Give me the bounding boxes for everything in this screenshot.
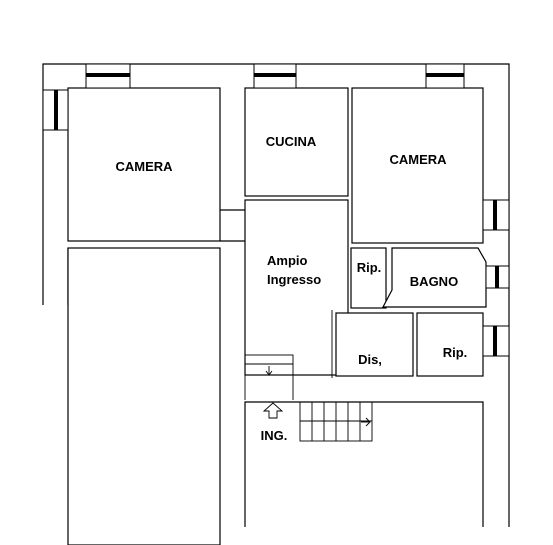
room-bagno [382, 247, 487, 308]
right-arrow-icon [361, 417, 371, 427]
room-lower-left [67, 247, 221, 545]
label-rip-small: Rip. [357, 260, 382, 275]
up-arrow-icon [262, 402, 284, 419]
window-right-low [482, 325, 510, 357]
label-camera-right: CAMERA [389, 152, 447, 167]
room-camera-right [351, 87, 484, 244]
label-ingresso-2: Ingresso [267, 272, 321, 287]
window-right-top [482, 199, 510, 231]
room-camera-left [67, 87, 221, 242]
down-arrow-icon [265, 366, 273, 376]
label-ingresso-1: Ampio [267, 253, 308, 268]
staircase [299, 401, 373, 442]
label-cucina: CUCINA [266, 134, 317, 149]
room-ingresso [244, 199, 349, 376]
label-dis: Dis, [358, 352, 382, 367]
window-right-mid [485, 265, 510, 289]
label-bagno: BAGNO [410, 274, 458, 289]
label-camera-left: CAMERA [115, 159, 173, 174]
window-left [42, 89, 69, 131]
room-rip-small [350, 247, 387, 309]
label-rip-right: Rip. [443, 345, 468, 360]
window-top-right [425, 63, 465, 89]
room-dis [335, 312, 414, 377]
room-rip-right [416, 312, 484, 377]
window-top-left [85, 63, 131, 89]
label-ing: ING. [261, 428, 288, 443]
window-top-center [253, 63, 297, 89]
